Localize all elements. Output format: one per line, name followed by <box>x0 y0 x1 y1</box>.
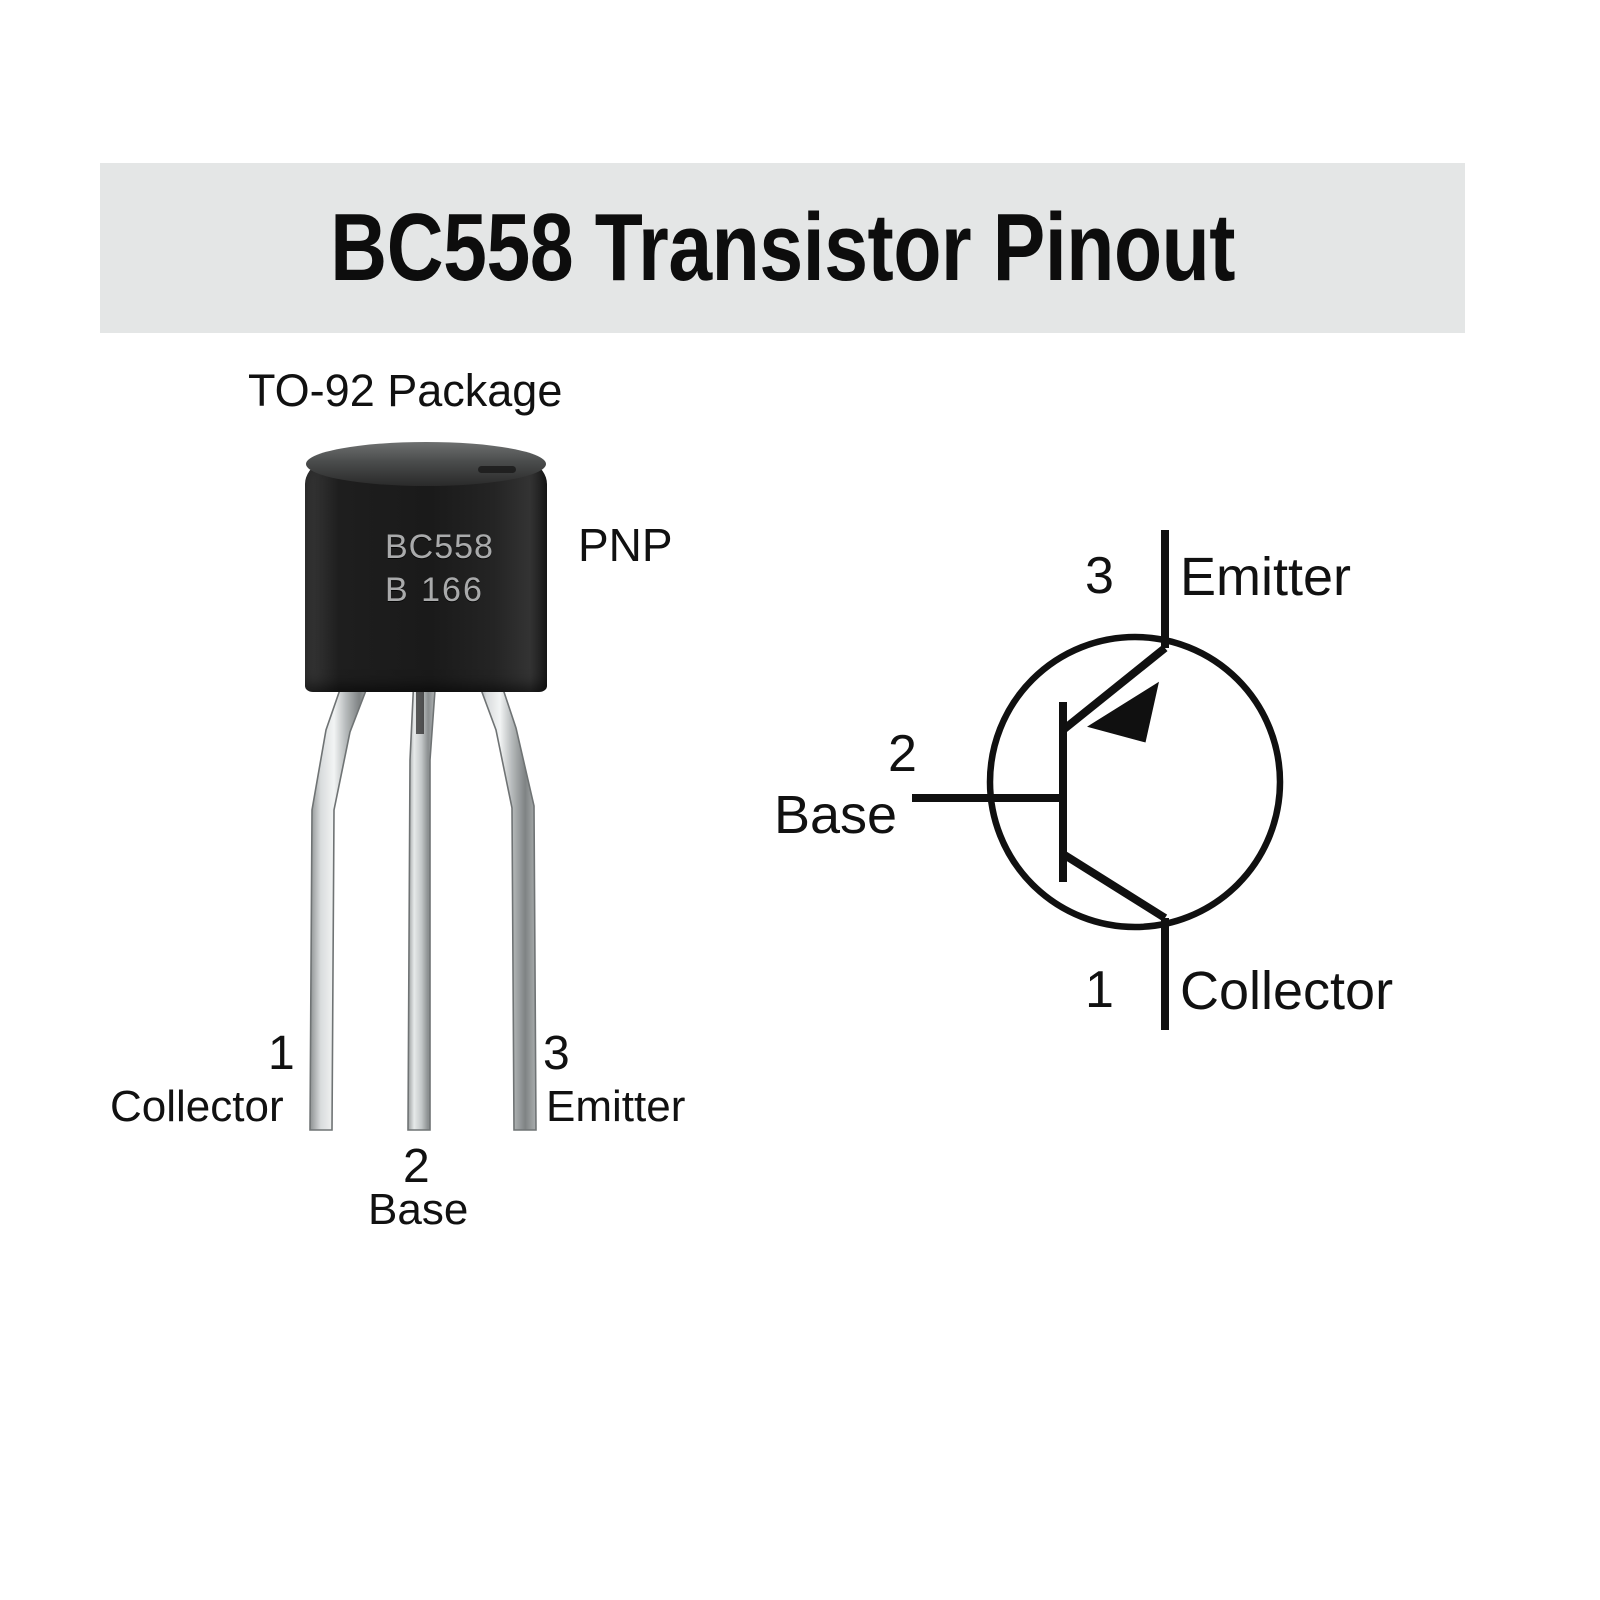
lead-pin-1 <box>309 677 372 1131</box>
package-marking-line1: BC558 <box>385 528 494 566</box>
photo-pin-1-number: 1 <box>268 1027 295 1080</box>
schematic-collector-label: Collector <box>1180 961 1394 1021</box>
photo-pin-3-number: 3 <box>543 1027 570 1080</box>
schematic-collector-number: 1 <box>1085 961 1114 1019</box>
schematic-emitter-number: 3 <box>1085 547 1114 605</box>
schematic-emitter-label: Emitter <box>1180 547 1352 607</box>
package-top-face <box>306 442 546 486</box>
page-title: BC558 Transistor Pinout <box>330 194 1235 301</box>
package-marking-line2: B 166 <box>385 570 484 609</box>
schematic-base-label: Base <box>774 785 898 845</box>
symbol-emitter-arrowhead <box>1087 681 1159 743</box>
package-type-label: TO-92 Package <box>248 365 563 416</box>
package-top-notch <box>478 466 516 473</box>
schematic-base-number: 2 <box>888 725 917 783</box>
photo-pin-3-name: Emitter <box>546 1082 686 1131</box>
to92-photo: BC558 B 166 <box>240 430 640 1150</box>
photo-pin-2-name: Base <box>368 1185 469 1234</box>
lead-shadow <box>416 680 424 734</box>
lead-pin-3 <box>474 673 537 1131</box>
package-marking: BC558 B 166 <box>385 526 545 611</box>
symbol-collector-diagonal <box>1060 850 1168 922</box>
polarity-label: PNP <box>578 519 673 571</box>
title-band: BC558 Transistor Pinout <box>100 163 1465 333</box>
photo-pin-2-number: 2 <box>403 1140 430 1193</box>
package-body <box>305 450 547 692</box>
symbol-envelope-circle <box>986 633 1284 931</box>
photo-pin-1-name: Collector <box>110 1082 284 1131</box>
lead-pin-2 <box>407 675 437 1131</box>
pnp-transistor-symbol <box>912 530 1284 1030</box>
symbol-emitter-diagonal <box>1060 644 1168 734</box>
